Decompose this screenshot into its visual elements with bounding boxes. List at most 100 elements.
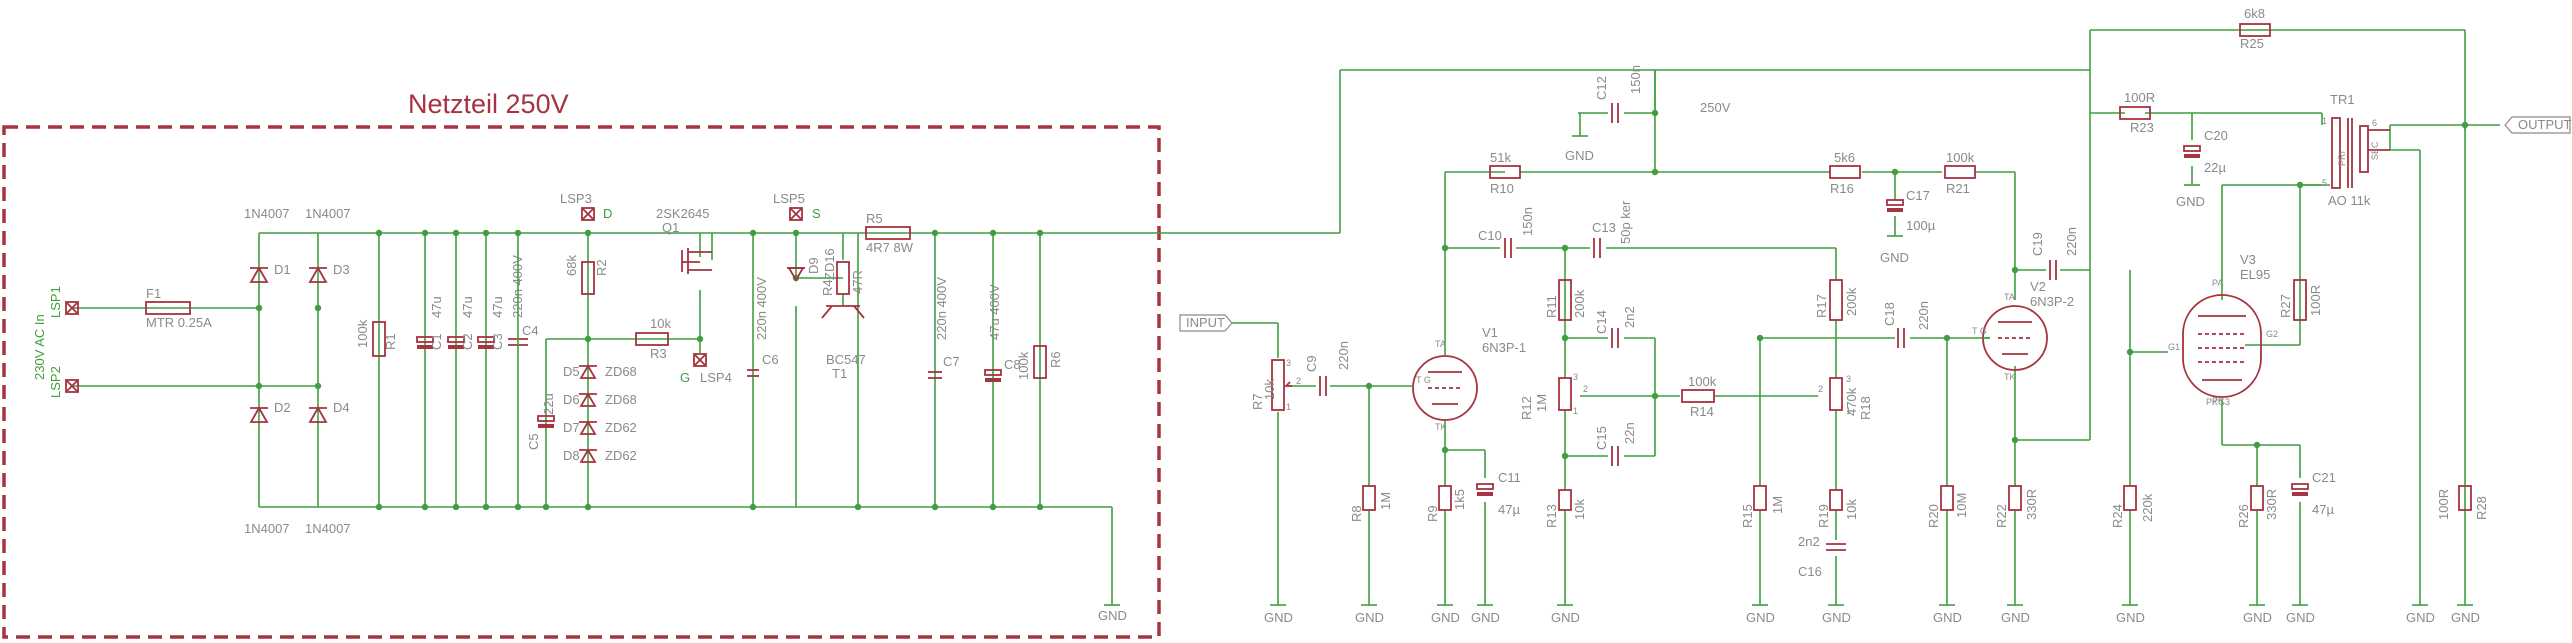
- cap-c16-value: 2n2: [1798, 534, 1820, 549]
- cap-c15-value: 22n: [1622, 422, 1637, 444]
- cap-c17-name: C17: [1906, 188, 1930, 203]
- tube-v1-tk: TK: [1435, 422, 1447, 432]
- resistor-r13-value: 10k: [1572, 499, 1587, 520]
- cap-c11-name: C11: [1498, 470, 1521, 485]
- resistor-r25-value: 6k8: [2244, 6, 2265, 21]
- input-port[interactable]: [1179, 314, 1233, 332]
- pot-r7-value: 10k: [1262, 379, 1277, 400]
- mosfet-q1: [681, 248, 712, 274]
- pin-s-label: S: [812, 206, 821, 221]
- resistor-r2-value: 68k: [564, 255, 579, 276]
- gnd-label-c17: GND: [1880, 250, 1909, 265]
- gnd-label-r20: GND: [1933, 610, 1962, 625]
- cap-c15: [1611, 446, 1619, 466]
- resistor-r22: [2008, 485, 2022, 511]
- zener-d5: [579, 364, 597, 379]
- cap-c14-name: C14: [1594, 310, 1609, 334]
- cap-c13: [1593, 238, 1601, 258]
- pot-r18[interactable]: [1829, 377, 1843, 411]
- transformer-tr1-sec: SEC: [2370, 141, 2380, 160]
- tube-v3-pkg3: PKG3: [2206, 397, 2230, 407]
- gnd-label-r24: GND: [2116, 610, 2145, 625]
- cap-c19: [2049, 260, 2057, 280]
- resistor-r2-name: R2: [594, 259, 609, 276]
- zener-d7-name: D7: [563, 420, 580, 435]
- resistor-r9-name: R9: [1425, 505, 1440, 522]
- zener-d9: [787, 267, 805, 282]
- transistor-t1-value: BC547: [826, 352, 866, 367]
- diode-d1-label: D1: [274, 262, 291, 277]
- pot-r18-pin2: 2: [1818, 384, 1823, 394]
- connector-lsp3[interactable]: [581, 207, 595, 221]
- resistor-r17: [1829, 279, 1843, 321]
- tube-v1-tg: T G: [1416, 375, 1431, 385]
- zener-d8: [579, 448, 597, 463]
- fuse-f1: [145, 301, 191, 315]
- resistor-r27-value: 100R: [2308, 285, 2323, 316]
- gnd-label-r22: GND: [2001, 610, 2030, 625]
- tube-v1-ta: TA: [1435, 339, 1446, 349]
- transformer-tr1-pin5: 5: [2322, 178, 2327, 188]
- resistor-r16: [1829, 165, 1861, 179]
- pot-r7[interactable]: [1271, 359, 1285, 411]
- resistor-r1-value: 100k: [355, 319, 370, 348]
- cap-c12-name: C12: [1594, 76, 1609, 100]
- amp-wires: [1230, 29, 2500, 605]
- resistor-r23: [2119, 106, 2151, 120]
- resistor-r6: [1033, 345, 1047, 379]
- resistor-r16-name: R16: [1830, 181, 1854, 196]
- gnd-label-c12: GND: [1565, 148, 1594, 163]
- mains-input-label: 230V AC In: [32, 314, 47, 380]
- transistor-t1: [821, 305, 865, 319]
- fuse-f1-name: F1: [146, 286, 161, 301]
- pot-r12-pin1: 1: [1573, 406, 1578, 416]
- gnd-label-r15: GND: [1746, 610, 1775, 625]
- tube-v2: [1982, 305, 2048, 371]
- output-port[interactable]: [2504, 116, 2571, 134]
- cap-c20-value: 22µ: [2204, 160, 2226, 175]
- connector-lsp2-label: LSP2: [48, 366, 63, 398]
- psu-junctions: [255, 229, 1044, 511]
- cap-c3-name: C3: [490, 333, 505, 350]
- connector-lsp1[interactable]: [65, 301, 79, 315]
- resistor-r5-value: 4R7 8W: [866, 240, 914, 255]
- gnd-label-c16: GND: [1822, 610, 1851, 625]
- resistor-r27-name: R27: [2278, 294, 2293, 318]
- transformer-tr1-value: AO 11k: [2328, 193, 2371, 208]
- resistor-r4-value: 47R: [850, 270, 865, 294]
- cap-c4-name: C4: [522, 323, 539, 338]
- diode-d1: [249, 266, 269, 283]
- resistor-r20: [1940, 485, 1954, 511]
- cap-c5-value: 22u: [541, 393, 556, 415]
- rectifier-type-bottom-right: 1N4007: [305, 521, 351, 536]
- zener-d6: [579, 392, 597, 407]
- resistor-r24: [2123, 485, 2137, 511]
- diode-d4: [308, 406, 328, 423]
- resistor-r10: [1489, 165, 1521, 179]
- cap-c20-name: C20: [2204, 128, 2228, 143]
- tube-v3-pk: PK: [2212, 396, 2224, 406]
- resistor-r24-name: R24: [2110, 504, 2125, 528]
- resistor-r9: [1438, 485, 1452, 511]
- cap-c10-name: C10: [1478, 228, 1502, 243]
- tube-v3: [2182, 294, 2262, 398]
- pot-r12[interactable]: [1558, 377, 1572, 411]
- connector-lsp3-label: LSP3: [560, 191, 592, 206]
- resistor-r21-name: R21: [1946, 181, 1970, 196]
- tube-v1: [1412, 355, 1478, 421]
- input-port-label: INPUT: [1186, 315, 1225, 330]
- cap-c9-name: C9: [1304, 355, 1319, 372]
- cap-c20: [2183, 145, 2201, 158]
- connector-lsp5[interactable]: [789, 207, 803, 221]
- cap-c3-value: 47u: [490, 296, 505, 318]
- resistor-r13-name: R13: [1544, 504, 1559, 528]
- resistor-r6-value: 100k: [1016, 351, 1031, 380]
- tube-v2-type: 6N3P-2: [2030, 294, 2074, 309]
- cap-c9-value: 220n: [1336, 341, 1351, 370]
- resistor-r28: [2458, 485, 2472, 511]
- resistor-r11: [1558, 279, 1572, 321]
- connector-lsp2[interactable]: [65, 379, 79, 393]
- zener-d8-name: D8: [563, 448, 580, 463]
- connector-lsp1-label: LSP1: [48, 286, 63, 318]
- connector-lsp4[interactable]: [693, 353, 707, 367]
